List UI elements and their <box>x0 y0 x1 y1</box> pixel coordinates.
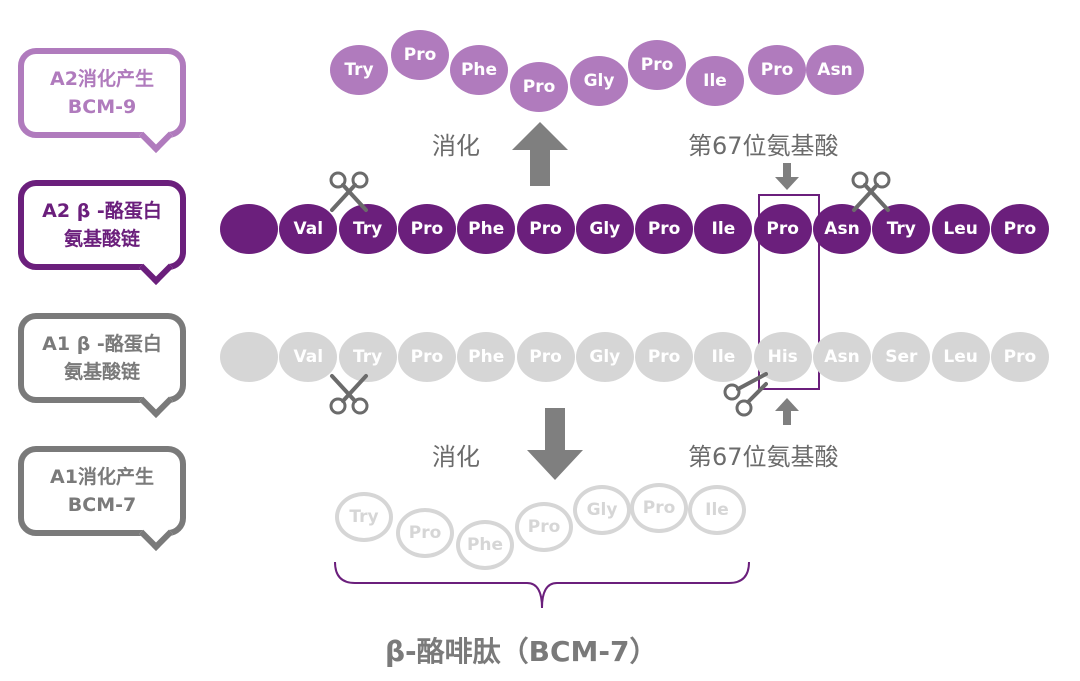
amino-acid-bubble: Phe <box>457 204 516 254</box>
digest-label-top: 消化 <box>432 132 480 160</box>
amino-acid-bubble: Pro <box>630 483 688 533</box>
scissors-icon <box>723 372 768 417</box>
amino-acid-bubble: Phe <box>456 520 514 570</box>
amino-acid-bubble: Val <box>279 204 338 254</box>
amino-acid-bubble: Pro <box>391 30 449 80</box>
a2-bcm9-line2: BCM-9 <box>67 96 137 118</box>
amino-acid-bubble: Phe <box>457 332 516 382</box>
bcm7-caption: β-酪啡肽（BCM-7） <box>385 635 658 668</box>
amino-acid-bubble: Pro <box>635 204 694 254</box>
amino-acid-bubble: Try <box>330 45 388 95</box>
amino-acid-bubble: Try <box>338 204 397 254</box>
amino-acid-bubble: Leu <box>931 332 990 382</box>
amino-acid-bubble: Try <box>338 332 397 382</box>
amino-acid-bubble: Gly <box>573 485 631 535</box>
pos67-highlight-box <box>758 194 820 390</box>
scissors-icon <box>329 374 369 415</box>
pos67-label-top: 第67位氨基酸 <box>688 132 839 160</box>
scissors-icon <box>851 171 891 212</box>
amino-acid-bubble: Gly <box>575 204 634 254</box>
a1-chain-line2: 氨基酸链 <box>63 361 140 383</box>
amino-acid-bubble: Pro <box>397 332 456 382</box>
amino-acid-bubble: Pro <box>990 332 1049 382</box>
a1-bcm7-tag: A1消化产生 BCM-7 <box>18 446 186 551</box>
a1-bcm7-line1: A1消化产生 <box>50 466 154 488</box>
a2-bcm9-tag: A2消化产生 BCM-9 <box>18 48 186 153</box>
pos67-up-arrow <box>775 398 799 425</box>
amino-acid-bubble: Pro <box>753 204 812 254</box>
amino-acid-bubble: Val <box>279 332 338 382</box>
amino-acid-bubble <box>220 332 278 382</box>
a2-bcm9-line1: A2消化产生 <box>50 68 154 90</box>
amino-acid-bubble: Ile <box>686 56 744 106</box>
amino-acid-bubble: Ile <box>694 204 753 254</box>
digest-down-arrow <box>527 408 583 480</box>
amino-acid-bubble: Pro <box>748 45 806 95</box>
amino-acid-bubble: Pro <box>510 62 568 112</box>
amino-acid-bubble: Pro <box>516 332 575 382</box>
a2-chain-line2: 氨基酸链 <box>63 228 140 250</box>
amino-acid-bubble: Ile <box>688 485 746 535</box>
a1-bcm7-line2: BCM-7 <box>67 494 137 516</box>
amino-acid-bubble: Ser <box>872 332 931 382</box>
a2-chain-line1: A2 β -酪蛋白 <box>42 200 162 222</box>
amino-acid-bubble: Gly <box>575 332 634 382</box>
a1-chain-tag: A1 β -酪蛋白 氨基酸链 <box>18 313 186 418</box>
a1-chain-line1: A1 β -酪蛋白 <box>42 333 162 355</box>
amino-acid-bubble: Asn <box>813 204 871 254</box>
amino-acid-bubble: Pro <box>515 502 573 552</box>
amino-acid-bubble: Try <box>872 204 931 254</box>
digest-up-arrow <box>512 122 568 186</box>
bcm7-bracket <box>334 561 750 609</box>
amino-acid-bubble: Phe <box>450 45 508 95</box>
amino-acid-bubble: Pro <box>396 508 454 558</box>
amino-acid-bubble: Pro <box>516 204 575 254</box>
amino-acid-bubble: Asn <box>806 45 864 95</box>
amino-acid-bubble: Pro <box>635 332 694 382</box>
amino-acid-bubble: Pro <box>397 204 456 254</box>
amino-acid-bubble: Ile <box>694 332 753 382</box>
a2-chain-tag: A2 β -酪蛋白 氨基酸链 <box>18 180 186 285</box>
pos67-down-arrow <box>775 163 799 190</box>
amino-acid-bubble: Asn <box>813 332 871 382</box>
amino-acid-bubble <box>220 204 278 254</box>
scissors-icon <box>329 171 369 212</box>
pos67-label-bottom: 第67位氨基酸 <box>688 443 839 471</box>
amino-acid-bubble: Pro <box>990 204 1049 254</box>
amino-acid-bubble: Gly <box>570 56 628 106</box>
amino-acid-bubble: Pro <box>628 40 686 90</box>
digest-label-bottom: 消化 <box>432 443 480 471</box>
amino-acid-bubble: Try <box>335 492 393 542</box>
amino-acid-bubble: Leu <box>931 204 990 254</box>
